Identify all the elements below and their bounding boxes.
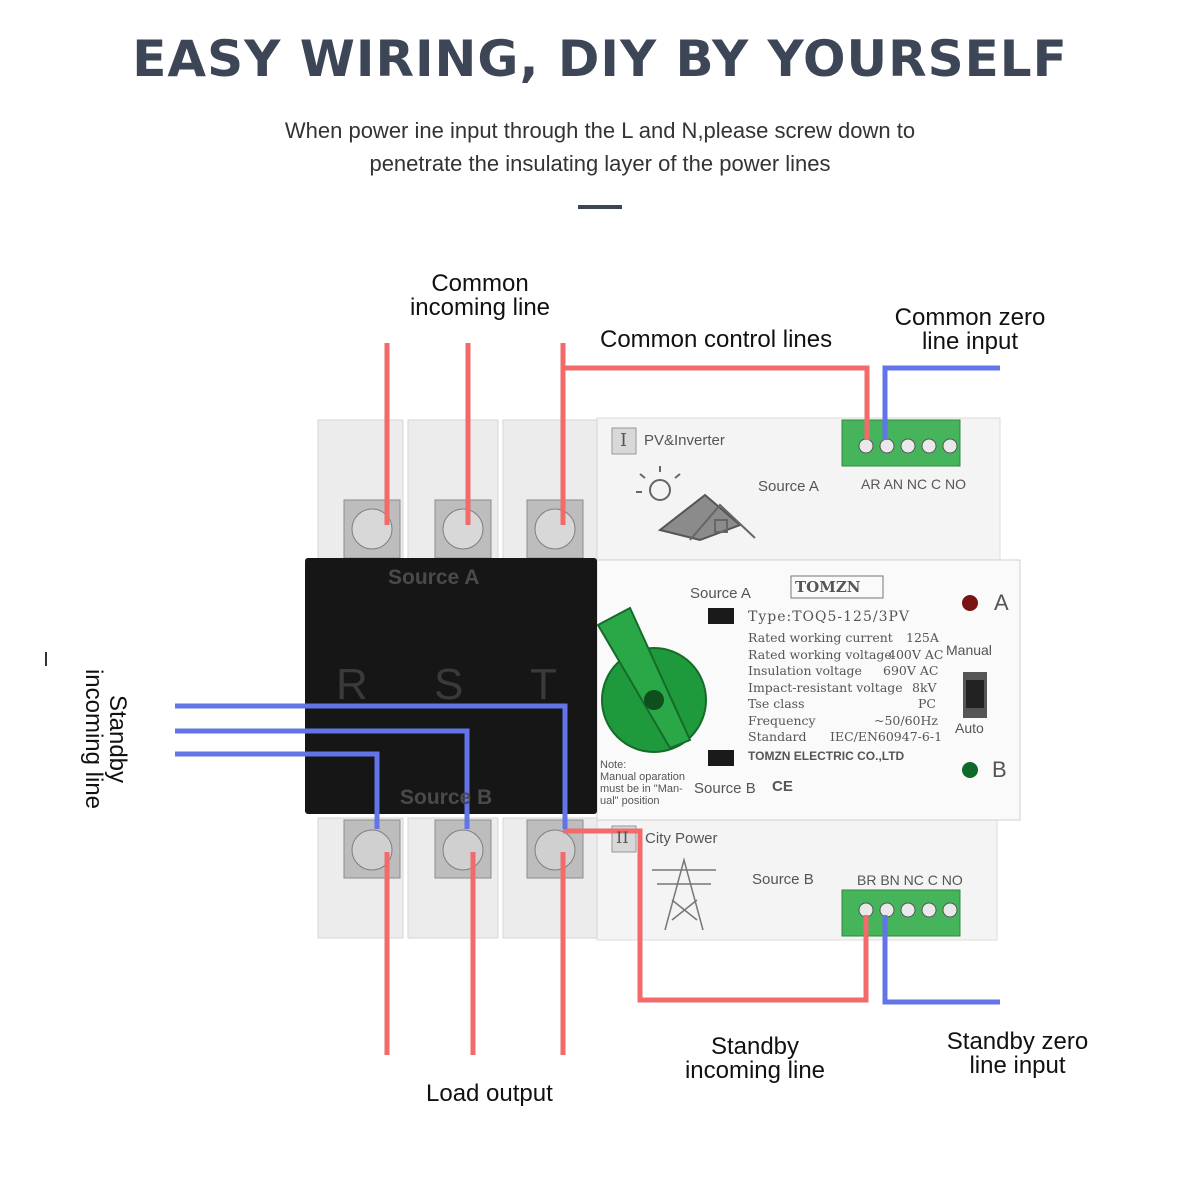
common-control-wire bbox=[563, 365, 870, 440]
neutral-wires bbox=[175, 365, 1000, 1005]
label-standby-zero-line1: Standby zero bbox=[946, 1028, 1089, 1055]
standby-incoming-wire-1 bbox=[175, 703, 568, 829]
common-zero-wire bbox=[882, 365, 1000, 440]
section-ii-label: II bbox=[616, 828, 629, 847]
note-line-2: Manual oparation bbox=[600, 771, 686, 783]
label-common-incoming-line2: incoming line bbox=[409, 294, 551, 321]
city-power-label: City Power bbox=[645, 830, 718, 847]
type-label: Type:TOQ5-125/3PV bbox=[748, 609, 911, 625]
label-common-incoming: Common incoming line bbox=[400, 272, 560, 320]
lower-terminal-labels: BR BN NC C NO bbox=[857, 872, 963, 888]
lower-source-b-label: Source B bbox=[752, 871, 814, 888]
subtitle-line-1: When power ine input through the L and N… bbox=[284, 118, 916, 143]
standby-zero-wire bbox=[882, 915, 1000, 1005]
label-common-incoming-line1: Common bbox=[431, 270, 529, 297]
black-body-source-a: Source A bbox=[388, 566, 480, 589]
label-common-zero-line1: Common zero bbox=[894, 304, 1046, 331]
label-standby-incoming-left-line1: Standby bbox=[104, 694, 131, 784]
subtitle-line-2: penetrate the insulating layer of the po… bbox=[369, 151, 831, 176]
title-divider bbox=[578, 205, 622, 209]
spec-value: ~50/60Hz bbox=[874, 713, 938, 728]
standby-incoming-wire-3 bbox=[175, 751, 380, 829]
spec-value: PC bbox=[918, 696, 936, 711]
screw-terminals-bottom bbox=[343, 819, 584, 879]
label-standby-incoming-left: Standby incoming line bbox=[80, 654, 131, 824]
auto-label: Auto bbox=[955, 720, 984, 736]
sun-house-icon bbox=[636, 466, 756, 542]
phase-t-label: T bbox=[530, 660, 557, 709]
upper-source-a-label: Source A bbox=[758, 478, 819, 495]
note-line-1: Note: bbox=[600, 759, 627, 771]
phase-s-label: S bbox=[434, 660, 464, 709]
brand-logo: TOMZN bbox=[795, 578, 861, 596]
indicator-a-light bbox=[962, 595, 978, 611]
spec-value: 8kV bbox=[912, 680, 937, 695]
label-standby-incoming-bottom-line1: Standby bbox=[710, 1033, 800, 1060]
label-standby-zero-line2: line input bbox=[969, 1052, 1066, 1079]
indicator-b-light bbox=[962, 762, 978, 778]
label-common-control: Common control lines bbox=[600, 326, 833, 353]
standby-control-wire bbox=[563, 828, 869, 1003]
spec-value: 400V AC bbox=[888, 647, 944, 662]
panel-source-a-label: Source A bbox=[690, 585, 751, 602]
indicator-a-label: A bbox=[994, 590, 1009, 615]
manual-auto-switch[interactable] bbox=[966, 680, 984, 708]
power-tower-icon bbox=[652, 857, 716, 931]
rotary-knob[interactable] bbox=[596, 606, 707, 753]
spec-name: Tse class bbox=[748, 696, 805, 711]
terminal-block-bottom bbox=[841, 889, 961, 937]
label-common-zero: Common zero line input bbox=[880, 306, 1060, 354]
label-load-output: Load output bbox=[426, 1080, 553, 1107]
section-i-badge bbox=[611, 427, 637, 455]
terminal-block-top bbox=[841, 419, 961, 467]
spec-value: 125A bbox=[906, 630, 939, 645]
spec-name: Rated working current bbox=[748, 630, 893, 645]
switch-body-black bbox=[305, 558, 597, 814]
note-line-3: must be in "Man- bbox=[600, 783, 683, 795]
pv-inverter-label: PV&Inverter bbox=[644, 432, 725, 449]
label-standby-incoming-bottom: Standby incoming line bbox=[670, 1035, 840, 1083]
live-wires bbox=[384, 343, 870, 1055]
spec-name: Impact-resistant voltage bbox=[748, 680, 903, 695]
spec-name: Standard bbox=[748, 729, 807, 744]
spec-value: IEC/EN60947-6-1 bbox=[830, 729, 943, 744]
panel-source-b-label: Source B bbox=[694, 780, 756, 797]
manufacturer-label: TOMZN ELECTRIC CO.,LTD bbox=[748, 749, 905, 763]
standby-incoming-wire-2 bbox=[175, 728, 470, 829]
page-title: EASY WIRING, DIY BY YOURSELF bbox=[132, 30, 1068, 88]
section-i-label: I bbox=[620, 430, 628, 451]
label-common-zero-line2: line input bbox=[921, 328, 1019, 355]
label-standby-zero: Standby zero line input bbox=[930, 1030, 1105, 1078]
subtitle: When power ine input through the L and N… bbox=[200, 114, 1000, 180]
ce-mark: CE bbox=[772, 778, 793, 795]
label-standby-incoming-bottom-line2: incoming line bbox=[684, 1057, 826, 1084]
phase-r-label: R bbox=[336, 660, 368, 709]
indicator-b-label: B bbox=[992, 757, 1007, 782]
source-a-window bbox=[708, 608, 734, 624]
upper-terminal-labels: AR AN NC C NO bbox=[861, 476, 967, 492]
spec-name: Rated working voltage bbox=[748, 647, 892, 662]
black-body-source-b: Source B bbox=[400, 786, 493, 809]
manual-label: Manual bbox=[946, 642, 992, 658]
manual-operation-note: Note: Manual oparation must be in "Man- … bbox=[600, 759, 695, 807]
brand-box bbox=[790, 575, 884, 599]
label-standby-incoming-left-line2: incoming line bbox=[80, 668, 107, 810]
screw-terminals-top bbox=[343, 499, 584, 559]
spec-value: 690V AC bbox=[883, 663, 939, 678]
spec-name: Insulation voltage bbox=[748, 663, 862, 678]
source-b-window bbox=[708, 750, 734, 766]
spec-name: Frequency bbox=[748, 713, 816, 728]
note-line-4: ual" position bbox=[600, 795, 660, 807]
